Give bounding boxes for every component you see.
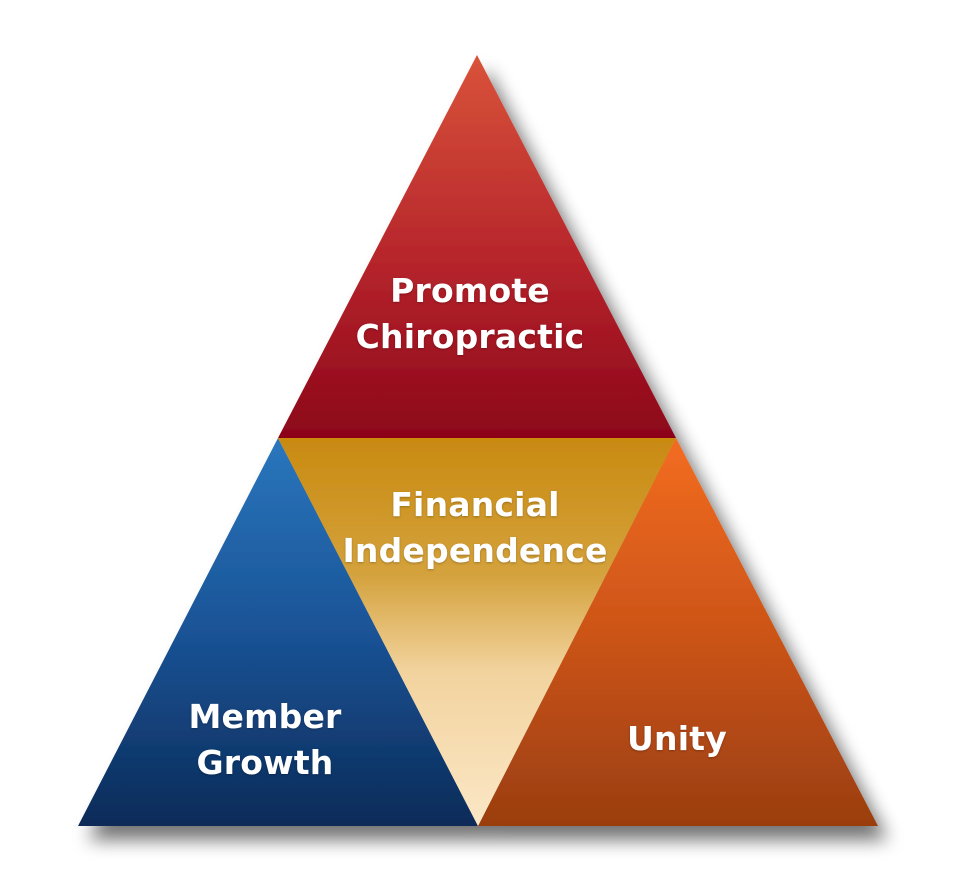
label-line: Unity xyxy=(627,719,727,758)
label-promote-chiropractic: Promote Chiropractic xyxy=(356,268,585,360)
label-line: Promote xyxy=(390,271,550,310)
label-line: Independence xyxy=(342,531,608,570)
label-line: Member xyxy=(188,697,342,736)
label-line: Chiropractic xyxy=(355,317,585,356)
label-line: Growth xyxy=(196,743,334,782)
label-financial-independence: Financial Independence xyxy=(342,482,607,574)
segment-right xyxy=(478,438,878,826)
segment-left xyxy=(78,438,478,826)
segment-top xyxy=(278,55,676,438)
segment-middle xyxy=(278,438,676,826)
label-unity: Unity xyxy=(627,716,727,762)
label-line: Financial xyxy=(390,485,560,524)
label-member-growth: Member Growth xyxy=(188,694,341,786)
